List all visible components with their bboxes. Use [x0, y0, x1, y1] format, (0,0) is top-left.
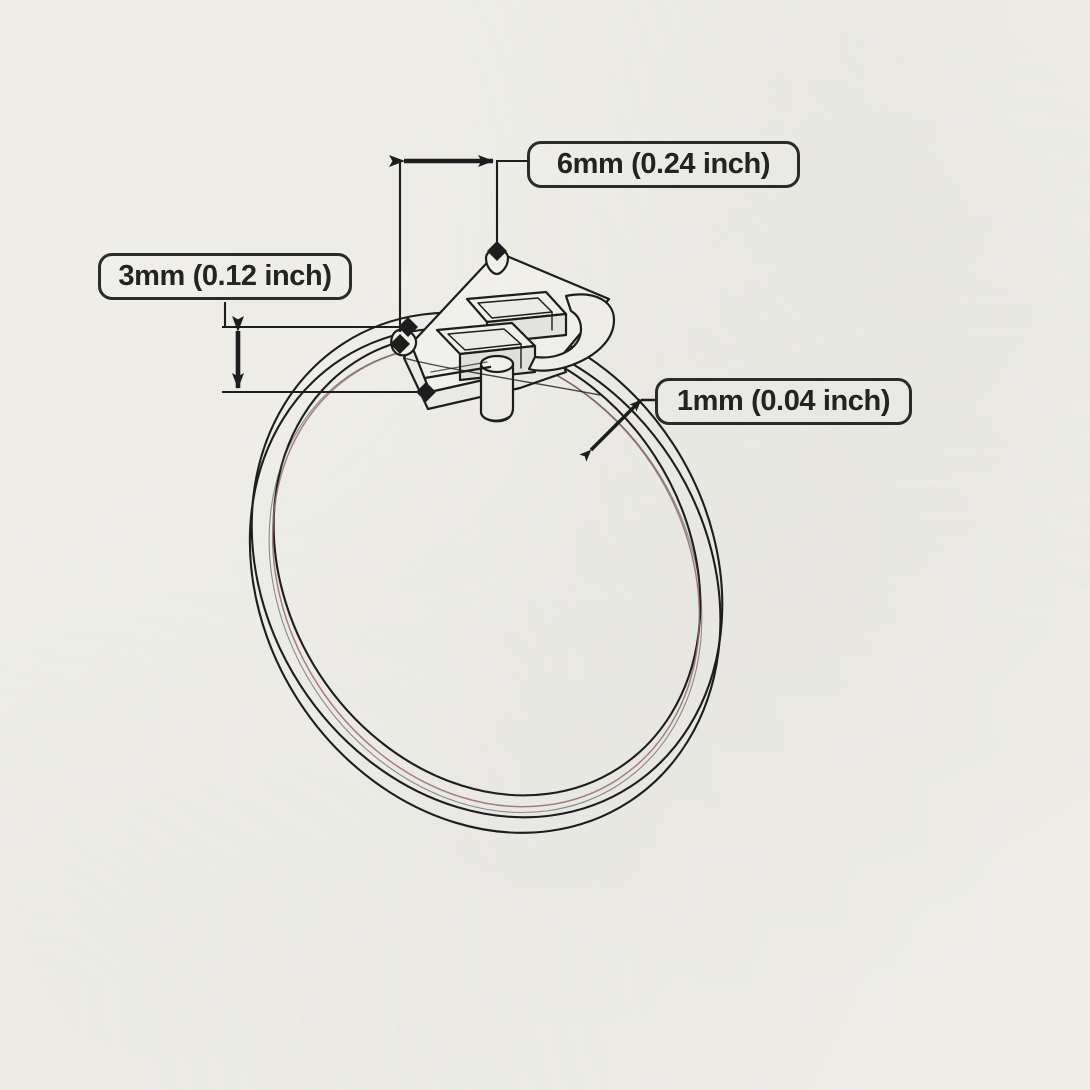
- dimension-6mm: [389, 155, 530, 332]
- ring-inner-shadow-edge: [268, 345, 703, 814]
- diamond-marker-left-lower: [390, 334, 410, 354]
- clip-seat-edge: [403, 357, 601, 396]
- diamond-marker-top: [487, 241, 507, 261]
- dimension-label-1mm: 1mm (0.04 inch): [655, 378, 912, 425]
- diamond-marker-bottom: [416, 382, 436, 402]
- clip-hook-right: [527, 293, 616, 372]
- vertex-markers: [390, 241, 507, 402]
- dimension-label-3mm: 3mm (0.12 inch): [98, 253, 352, 300]
- ring-body: [248, 311, 724, 834]
- clip-mount: [390, 248, 616, 423]
- ring-inner-top-edge: [272, 333, 702, 797]
- dimension-label-6mm: 6mm (0.24 inch): [527, 141, 800, 188]
- diamond-marker-left-upper: [398, 317, 418, 337]
- clip-ridge-line-2: [430, 361, 488, 373]
- ring-outer-top-edge: [250, 311, 724, 819]
- dimension-3mm: [222, 302, 426, 394]
- clip-post-cylinder: [479, 354, 515, 423]
- clip-ridge-line: [423, 365, 492, 380]
- clip-front-face: [402, 342, 568, 411]
- dim-line-1mm: [579, 398, 643, 462]
- ring-inner-bottom-edge: [271, 345, 701, 808]
